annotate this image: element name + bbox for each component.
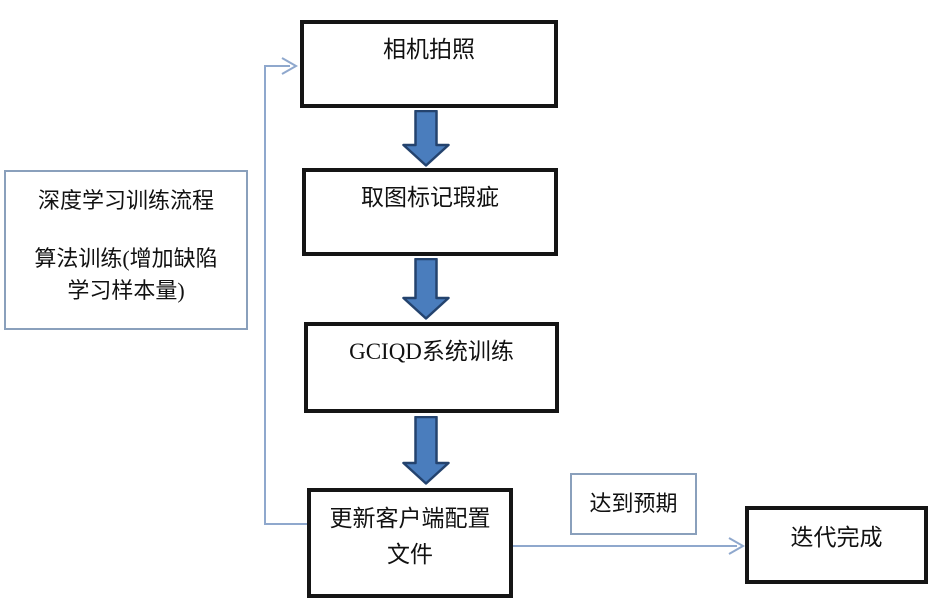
process-box-camera-label: 相机拍照 (383, 37, 475, 62)
condition-box-expectation-met-label: 达到预期 (589, 491, 678, 517)
process-box-update-config-line1: 更新客户端配置 (329, 506, 491, 531)
terminal-box-iteration-complete-label: 迭代完成 (790, 525, 883, 550)
condition-box-expectation-met: 达到预期 (570, 473, 697, 535)
process-box-mark-defects: 取图标记瑕疵 (302, 168, 558, 256)
feedback-arrowhead-icon (281, 57, 299, 75)
process-box-update-config: 更新客户端配置 文件 (307, 488, 513, 598)
process-box-camera: 相机拍照 (300, 20, 558, 108)
down-block-arrow-icon (402, 416, 450, 485)
process-box-system-training: GCIQD系统训练 (304, 322, 559, 413)
down-block-arrow-icon (402, 110, 450, 167)
process-box-system-training-label: GCIQD系统训练 (349, 339, 514, 364)
process-box-update-config-line2: 文件 (387, 542, 433, 567)
note-box-spacer (6, 217, 246, 243)
note-box-line3: 学习样本量) (67, 277, 185, 303)
note-box-training-process: 深度学习训练流程 算法训练(增加缺陷 学习样本量) (4, 170, 248, 330)
note-box-line2: 算法训练(增加缺陷 (34, 245, 218, 271)
success-arrowhead-icon (728, 537, 746, 555)
down-block-arrow-icon (402, 258, 450, 320)
note-box-line1: 深度学习训练流程 (37, 188, 214, 213)
feedback-loop-line (264, 65, 307, 525)
process-box-mark-defects-label: 取图标记瑕疵 (361, 185, 499, 210)
terminal-box-iteration-complete: 迭代完成 (745, 506, 928, 584)
